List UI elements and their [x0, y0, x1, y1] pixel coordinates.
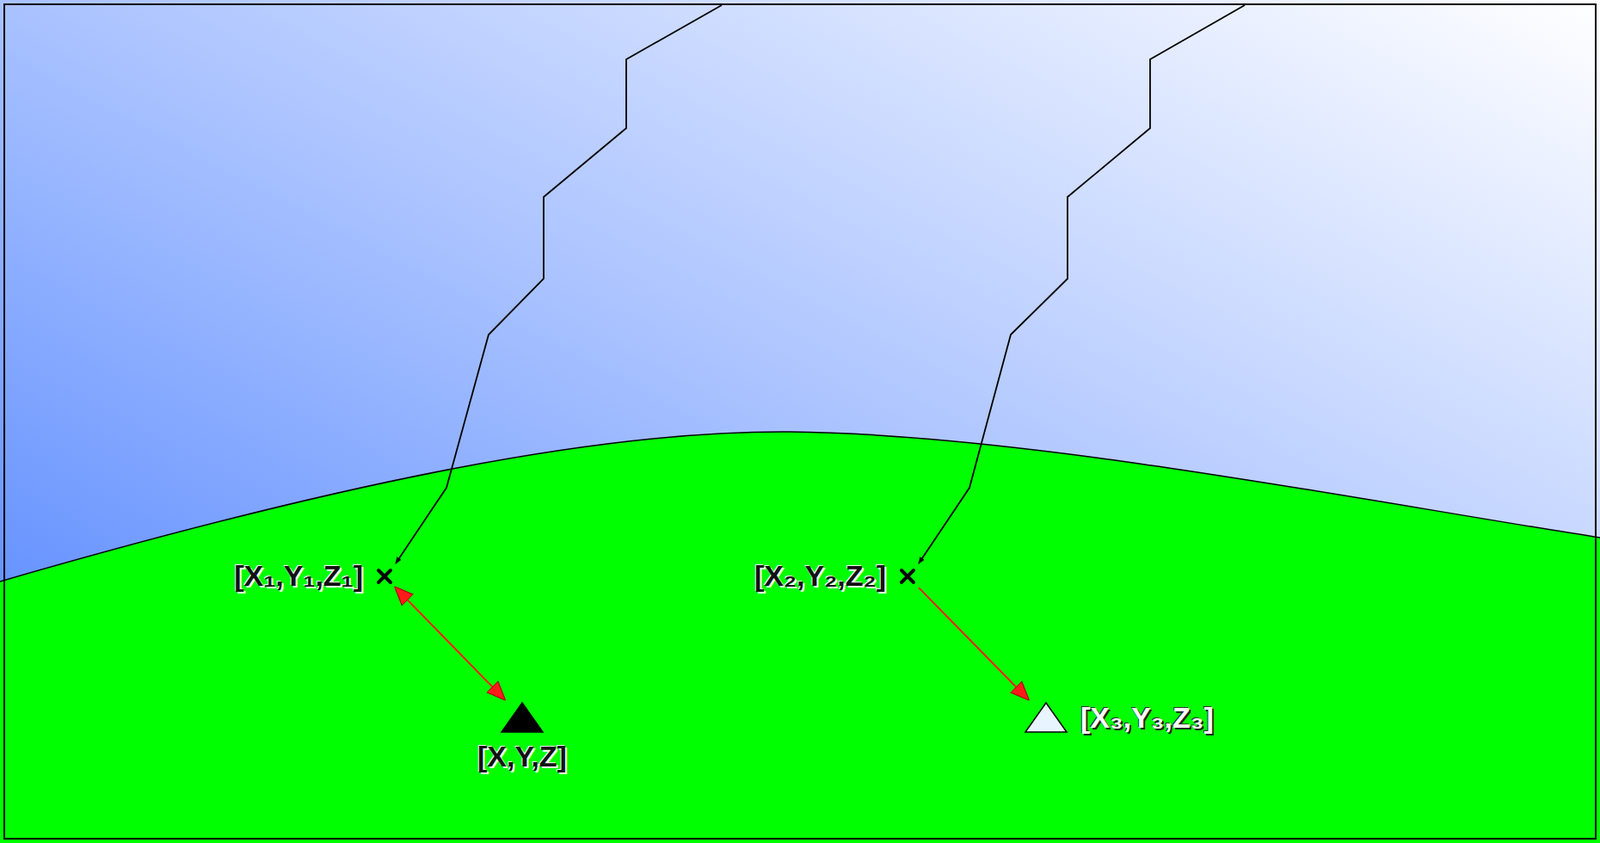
ground: [0, 431, 1600, 843]
point-cross: [898, 566, 917, 586]
lightning-path: [918, 5, 1245, 564]
distance-arrow: [918, 587, 1028, 700]
coordinate-label: [X₃,Y₃,Z₃]: [1080, 701, 1214, 734]
ground-surface: [0, 431, 1600, 582]
station-triangle-black: [499, 701, 545, 734]
coordinate-label: [X,Y,Z]: [477, 740, 567, 773]
survey-point: [X₃,Y₃,Z₃]: [1023, 701, 1214, 734]
survey-point: [X,Y,Z]: [477, 701, 567, 773]
frame: [4, 4, 1596, 839]
coordinate-label: [X₂,Y₂,Z₂]: [754, 560, 887, 592]
station-triangle-white: [1023, 701, 1069, 734]
survey-point: [X₂,Y₂,Z₂]: [754, 560, 917, 592]
point-cross: [375, 566, 394, 586]
distance-arrow: [395, 587, 505, 700]
coordinate-label: [X₁,Y₁,Z₁]: [233, 560, 364, 592]
survey-point: [X₁,Y₁,Z₁]: [233, 560, 394, 592]
lightning-path: [395, 5, 722, 564]
